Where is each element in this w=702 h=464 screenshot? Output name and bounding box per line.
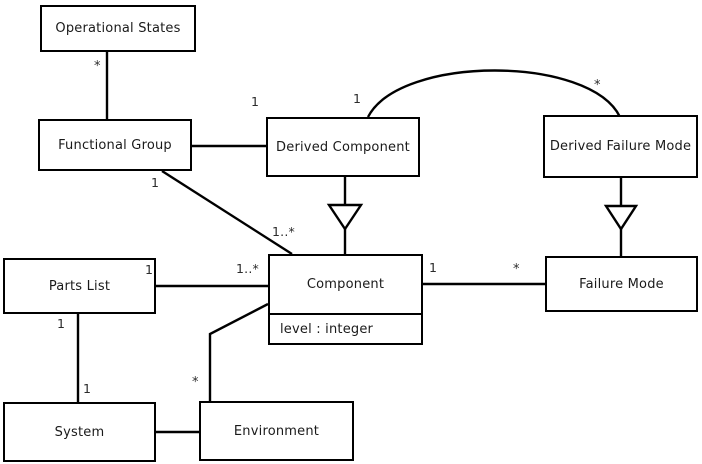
multiplicity-component-environment: *: [192, 375, 199, 390]
class-box-component[interactable]: Component level : integer: [268, 254, 423, 345]
class-box-derived-failure-mode[interactable]: Derived Failure Mode: [543, 115, 698, 178]
class-box-operational-states[interactable]: Operational States: [40, 5, 196, 52]
class-attribute-component-level: level : integer: [270, 313, 421, 343]
multiplicity-functional-group-component-source: 1: [151, 175, 160, 190]
multiplicity-derived-component-curved-source: 1: [353, 91, 362, 106]
multiplicity-parts-list-system-source: 1: [57, 316, 66, 331]
multiplicity-functional-group-derived-component: 1: [251, 94, 260, 109]
edge-functional-group-component: [161, 169, 293, 256]
class-box-functional-group[interactable]: Functional Group: [38, 119, 192, 171]
class-box-system[interactable]: System: [3, 402, 156, 462]
class-box-environment[interactable]: Environment: [199, 401, 354, 461]
class-name-system: System: [54, 424, 105, 440]
edge-component-environment: [208, 302, 269, 401]
multiplicity-component-failure-mode-source: 1: [429, 260, 438, 275]
class-name-operational-states: Operational States: [55, 21, 181, 36]
class-box-parts-list[interactable]: Parts List: [3, 258, 156, 314]
generalization-triangle-failure-mode: [603, 204, 639, 232]
class-box-derived-component[interactable]: Derived Component: [266, 117, 420, 177]
class-name-derived-failure-mode: Derived Failure Mode: [549, 139, 692, 154]
multiplicity-functional-group-component-target: 1..*: [272, 224, 295, 239]
class-name-failure-mode: Failure Mode: [579, 276, 664, 292]
multiplicity-parts-list-system-target: 1: [83, 381, 92, 396]
class-name-component: Component: [306, 277, 385, 292]
multiplicity-derived-failure-mode-curved-target: *: [594, 78, 601, 93]
class-box-failure-mode[interactable]: Failure Mode: [545, 256, 698, 312]
multiplicity-component-failure-mode-target: *: [513, 262, 520, 277]
class-name-environment: Environment: [233, 423, 320, 439]
multiplicity-parts-list-component-target: 1..*: [236, 261, 259, 276]
generalization-triangle-component: [326, 203, 364, 232]
class-name-parts-list: Parts List: [48, 278, 111, 294]
class-name-functional-group: Functional Group: [58, 137, 172, 153]
multiplicity-parts-list-component-source: 1: [145, 262, 154, 277]
multiplicity-operational-states-functional-group: *: [94, 59, 101, 74]
class-name-derived-component: Derived Component: [276, 139, 410, 155]
edge-derived-component-derived-failure-mode: [366, 69, 622, 118]
